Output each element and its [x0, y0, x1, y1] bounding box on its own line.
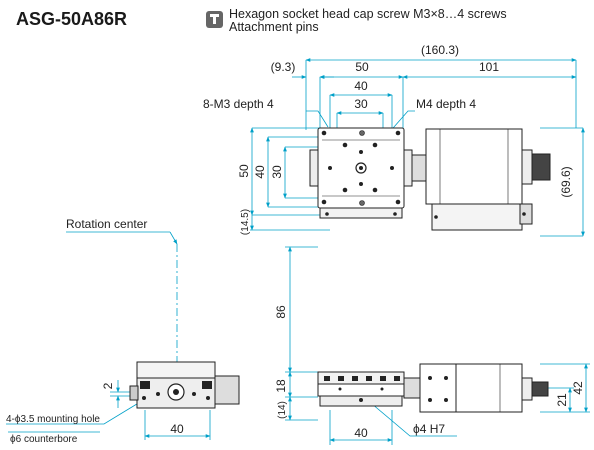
front-view: 40 2 4-ϕ3.5 mounting hole ϕ6 counterbore [6, 361, 240, 445]
dim-motor-101: 101 [479, 60, 499, 74]
dim-height-18: 18 [274, 379, 288, 393]
dim-base-40: 40 [170, 422, 184, 436]
top-view: (160.3) (9.3) 50 101 40 30 8-M3 depth 4 … [203, 43, 585, 237]
dim-pitch-30: 30 [354, 97, 368, 111]
legend-line-1: Hexagon socket head cap screw M3×8…4 scr… [229, 7, 507, 21]
legend-line-2: Attachment pins [229, 20, 319, 34]
label-pin-hole: ϕ4 H7 [413, 422, 445, 436]
dim-motor-height: (69.6) [559, 166, 573, 197]
motor-side-view: 42 21 [419, 363, 590, 413]
dim-height-30: 30 [270, 165, 284, 179]
dim-width-50: 50 [355, 60, 369, 74]
dim-offset-14-5: (14.5) [240, 209, 251, 235]
legend: Hexagon socket head cap screw M3×8…4 scr… [229, 8, 507, 34]
dim-base-40b: 40 [354, 426, 368, 440]
dim-offset-left: (9.3) [271, 60, 296, 74]
dim-height-86: 86 [274, 305, 288, 319]
dim-side-42: 42 [571, 381, 585, 395]
side-view: 86 18 (14) 40 ϕ4 H7 [274, 246, 457, 445]
rotation-center-callout: Rotation center [66, 217, 178, 378]
hex-screw-icon [206, 11, 223, 28]
dim-total-length: (160.3) [421, 43, 459, 57]
dim-side-2: 2 [101, 382, 115, 389]
label-m3-depth: 8-M3 depth 4 [203, 97, 274, 111]
dim-side-21: 21 [555, 393, 569, 407]
label-m4-depth: M4 depth 4 [416, 97, 476, 111]
label-rotation-center: Rotation center [66, 217, 147, 231]
dim-height-50: 50 [237, 164, 251, 178]
label-counterbore: ϕ6 counterbore [10, 434, 78, 445]
label-mounting-hole: 4-ϕ3.5 mounting hole [6, 414, 100, 425]
page-title: ASG-50A86R [16, 9, 128, 29]
dim-pitch-40: 40 [354, 79, 368, 93]
dim-height-40: 40 [253, 165, 267, 179]
dim-height-14: (14) [277, 401, 288, 419]
